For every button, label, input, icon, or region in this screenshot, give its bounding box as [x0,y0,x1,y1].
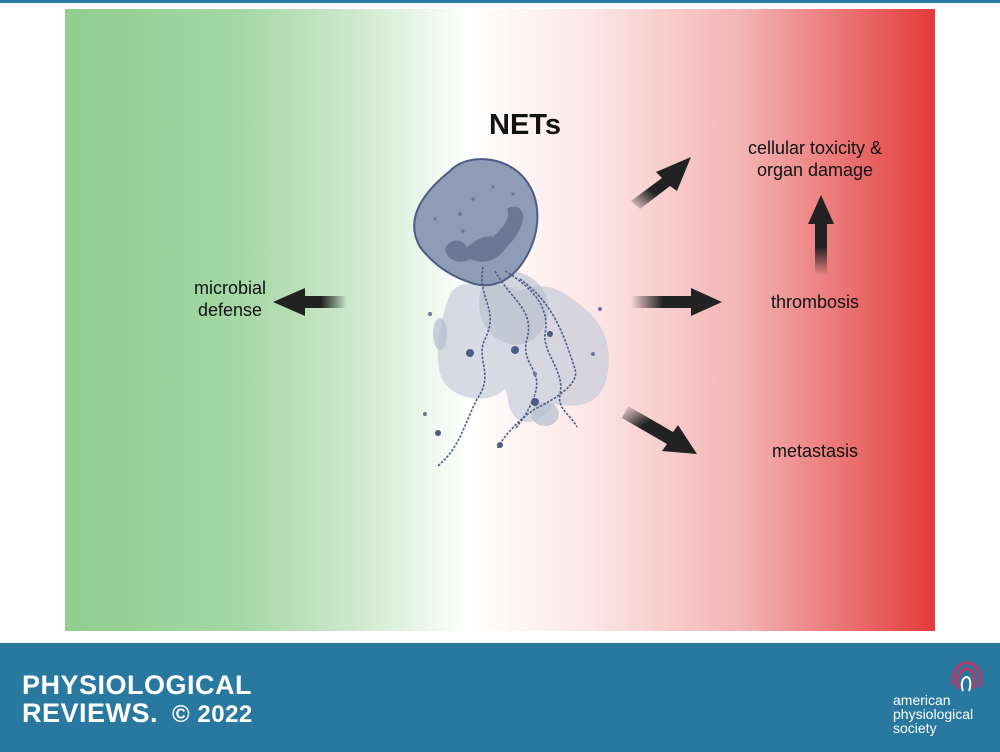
journal-line2-row: REVIEWS. © 2022 [22,699,253,729]
journal-line1: PHYSIOLOGICAL [22,671,253,699]
footer-bar: PHYSIOLOGICAL REVIEWS. © 2022 american ph… [0,643,1000,752]
diagram-title: NETs [455,109,595,142]
label-microbial-defense: microbial defense [165,277,295,321]
label-thrombosis: thrombosis [745,291,885,313]
label-cellular-toxicity: cellular toxicity & organ damage [720,137,910,181]
society-line1: american [893,693,973,707]
journal-line2: REVIEWS. [22,698,158,728]
society-name: american physiological society [893,693,973,735]
copyright: © 2022 [172,701,253,728]
society-line2: physiological [893,707,973,721]
nets-figure: NETs microbial defense cellular toxicity… [65,9,935,631]
arrow-icon-thrombosis [631,288,722,316]
label-metastasis: metastasis [745,440,885,462]
label-microbial-defense-text: microbial defense [194,278,266,320]
neutrophil-net-illustration [414,159,609,467]
label-cellular-toxicity-text: cellular toxicity & organ damage [748,138,882,180]
arrow-icon-up-right [631,157,691,209]
arrow-icon-down-right [622,406,697,454]
arrow-icon-up [808,195,834,275]
journal-name: PHYSIOLOGICAL REVIEWS. © 2022 [22,671,253,729]
top-rule [0,0,1000,3]
society-line3: society [893,721,973,735]
